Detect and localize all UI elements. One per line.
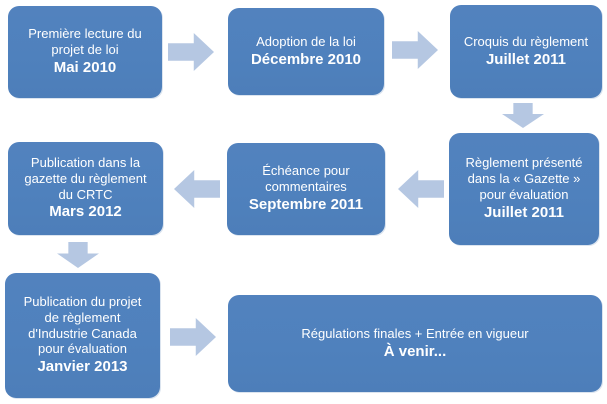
node-date: Juillet 2011: [483, 203, 565, 221]
arrow-right-icon: [170, 318, 216, 356]
node-reglement-gazette: Règlement présenté dans la « Gazette » p…: [449, 133, 599, 245]
node-date: À venir...: [383, 342, 447, 360]
node-date: Septembre 2011: [248, 195, 364, 213]
node-label: Publication du projet de règlement d'Ind…: [23, 293, 142, 357]
arrow-left-icon: [174, 170, 220, 208]
node-adoption-loi: Adoption de la loi Décembre 2010: [228, 8, 384, 95]
node-date: Mars 2012: [49, 203, 122, 221]
node-publication-industrie-canada: Publication du projet de règlement d'Ind…: [5, 273, 160, 398]
node-date: Décembre 2010: [250, 50, 362, 68]
arrow-right-icon: [168, 33, 214, 71]
arrow-right-icon: [392, 31, 438, 69]
arrow-down-icon: [502, 103, 544, 128]
node-echeance-commentaires: Échéance pour commentaires Septembre 201…: [227, 143, 385, 235]
node-label: Régulations finales + Entrée en vigueur: [301, 325, 529, 341]
node-regulations-finales: Régulations finales + Entrée en vigueur …: [228, 295, 602, 392]
node-date: Mai 2010: [53, 58, 117, 76]
arrow-down-icon: [57, 242, 99, 268]
node-croquis-reglement: Croquis du règlement Juillet 2011: [450, 5, 602, 98]
node-label: Publication dans la gazette du règlement…: [24, 154, 147, 202]
node-date: Janvier 2013: [37, 358, 128, 376]
node-label: Première lecture du projet de loi: [28, 26, 142, 58]
node-premiere-lecture: Première lecture du projet de loi Mai 20…: [8, 6, 162, 98]
node-date: Juillet 2011: [485, 50, 567, 68]
node-publication-gazette-crtc: Publication dans la gazette du règlement…: [8, 142, 163, 235]
node-label: Règlement présenté dans la « Gazette » p…: [465, 155, 583, 203]
node-label: Croquis du règlement: [463, 33, 589, 49]
node-label: Échéance pour commentaires: [262, 163, 350, 195]
arrow-left-icon: [398, 170, 444, 208]
node-label: Adoption de la loi: [256, 33, 356, 49]
